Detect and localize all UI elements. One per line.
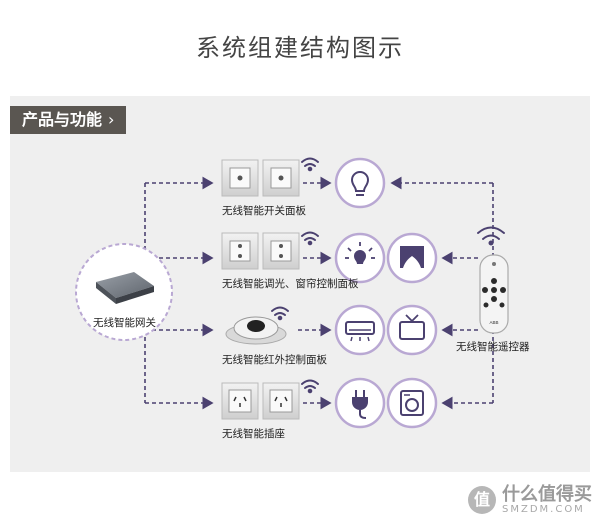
gateway-label: 无线智能网关 [93,317,156,329]
watermark-cn: 什么值得买 [502,483,592,505]
remote-label: 无线智能遥控器 [456,341,530,353]
remote-brand: ABB [489,320,498,325]
ir-panel-label: 无线智能红外控制面板 [222,354,327,366]
section-badge: 产品与功能 › [10,106,127,134]
plug-icon [334,377,386,429]
watermark-en: SMZDM.COM [502,503,585,515]
switch-panel-label: 无线智能开关面板 [222,205,306,217]
wifi-signal-icon [271,157,505,394]
dimmer-panel-label: 无线智能调光、窗帘控制面板 [222,278,359,290]
section-badge-label: 产品与功能 [22,110,103,129]
dimmer-panel-icon [221,232,300,270]
watermark: 值 什么值得买 SMZDM.COM [468,483,592,515]
gateway-node [75,243,173,341]
chevron-right-icon: › [108,110,115,129]
page-title: 系统组建结构图示 [196,34,404,62]
air-conditioner-icon [334,304,386,356]
device-arrows [298,176,332,410]
washing-machine-icon [386,377,438,429]
light-bulb-icon [334,157,386,209]
smzdm-logo-icon: 值 [468,486,496,515]
curtain-icon [386,232,438,284]
television-icon [386,304,438,356]
socket-label: 无线智能插座 [222,428,285,440]
remote-connectors [390,176,494,410]
remote-control-icon: ABB [479,254,509,334]
smart-socket-icon [221,382,300,420]
ir-control-icon [225,316,287,345]
gateway-connectors [144,176,214,410]
switch-panel-icon [221,159,300,197]
bright-bulb-icon [334,232,386,284]
